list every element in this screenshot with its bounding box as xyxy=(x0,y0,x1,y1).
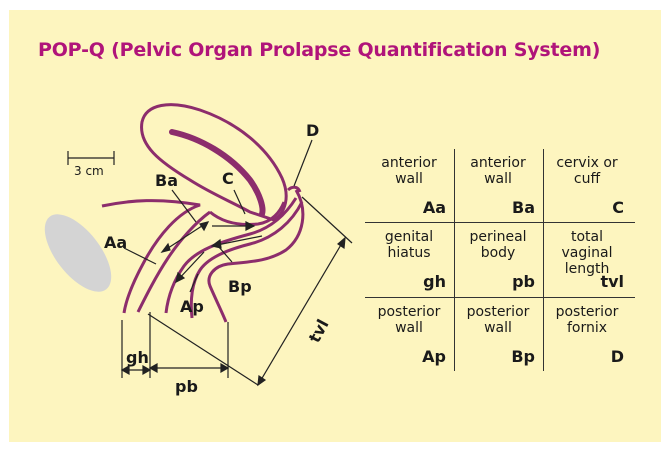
label-Ap: Ap xyxy=(180,297,204,316)
grid-cell-cervix-or-cuff: cervix or cuff C xyxy=(543,149,633,223)
cell-code: Ap xyxy=(422,347,446,366)
grid-cell-anterior-wall-aa: anterior wall Aa xyxy=(365,149,455,223)
vaginal-canal-line-2 xyxy=(191,202,302,318)
posterior-fornix-tip xyxy=(288,187,300,192)
pointer-C xyxy=(234,190,245,214)
cell-code: tvl xyxy=(600,272,624,291)
cell-code: C xyxy=(612,198,624,217)
cell-code: Bp xyxy=(511,347,535,366)
cell-description: anterior wall xyxy=(367,155,451,187)
scale-bar: 3 cm xyxy=(68,151,114,178)
cell-code: gh xyxy=(423,272,446,291)
cell-description: posterior wall xyxy=(367,304,451,336)
label-pb: pb xyxy=(175,377,198,396)
arrow-head xyxy=(200,222,208,230)
cell-description: genital hiatus xyxy=(367,229,451,261)
grid-cell-total-vaginal-length: total vaginal length tvl xyxy=(543,223,633,297)
grid-cell-genital-hiatus: genital hiatus gh xyxy=(365,223,455,297)
scale-label: 3 cm xyxy=(74,164,104,178)
grid-cell-posterior-fornix: posterior fornix D xyxy=(543,298,633,372)
cell-description: cervix or cuff xyxy=(545,155,629,187)
pop-q-legend-grid: anterior wall Aa anterior wall Ba cervix… xyxy=(365,149,635,371)
cell-description: perineal body xyxy=(456,229,540,261)
cell-description: total vaginal length xyxy=(545,229,629,277)
grid-cell-posterior-wall-bp: posterior wall Bp xyxy=(454,298,544,372)
cell-code: Aa xyxy=(423,198,446,217)
label-gh: gh xyxy=(126,348,149,367)
pointer-D xyxy=(294,140,312,186)
label-D: D xyxy=(306,121,319,140)
cell-code: D xyxy=(611,347,624,366)
label-Aa: Aa xyxy=(104,233,127,252)
cell-description: posterior wall xyxy=(456,304,540,336)
uterus-outline xyxy=(142,105,287,220)
grid-cell-anterior-wall-ba: anterior wall Ba xyxy=(454,149,544,223)
grey-organ-shape xyxy=(32,203,123,303)
label-Ba: Ba xyxy=(155,171,178,190)
arrow-head xyxy=(212,240,221,248)
label-tvl: tvl xyxy=(305,316,333,346)
cell-code: pb xyxy=(512,272,535,291)
pointer-Ba xyxy=(172,190,196,222)
arrow-head xyxy=(162,244,170,252)
gh-measurement xyxy=(122,312,150,378)
cell-description: anterior wall xyxy=(456,155,540,187)
cell-description: posterior fornix xyxy=(545,304,629,336)
pb-measurement xyxy=(150,322,228,378)
cell-code: Ba xyxy=(512,198,535,217)
label-Bp: Bp xyxy=(228,277,252,296)
label-C: C xyxy=(222,169,234,188)
grid-cell-perineal-body: perineal body pb xyxy=(454,223,544,297)
grid-cell-posterior-wall-ap: posterior wall Ap xyxy=(365,298,455,372)
